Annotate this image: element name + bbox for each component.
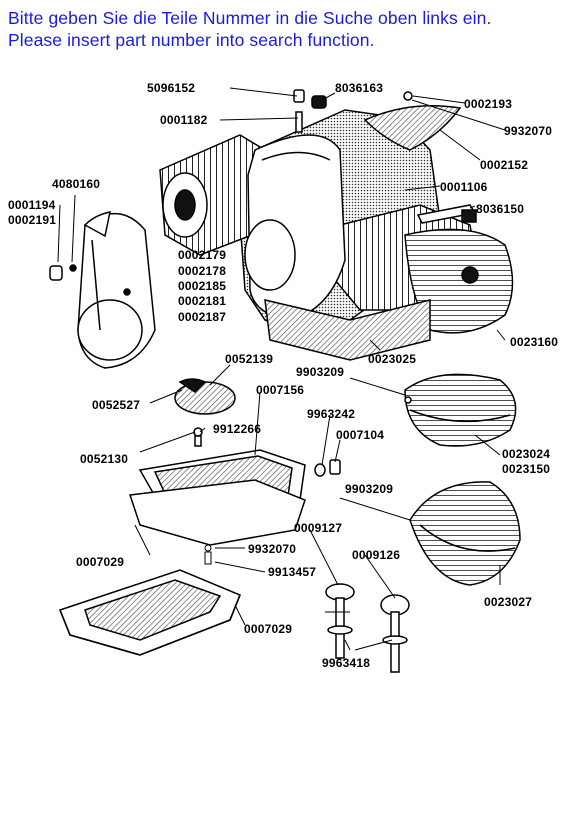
part-label: 9912266: [213, 422, 262, 436]
leader-lines: [57, 87, 506, 651]
part-label: 0023025: [368, 352, 417, 366]
valve-cover-bottom: [409, 481, 521, 586]
part-label: 0001106: [440, 180, 488, 194]
part-label: 0007029: [76, 555, 125, 569]
part-label: 0002178: [178, 264, 227, 278]
part-label: 0002179: [178, 248, 227, 262]
part-label: 0002152: [480, 158, 529, 172]
cover-part: [363, 104, 462, 151]
engine-block: [159, 89, 514, 361]
part-label: 9903209: [296, 365, 345, 379]
part-label: 9903209: [345, 482, 394, 496]
oil-pan: [59, 569, 241, 656]
part-label: 0002185: [178, 279, 227, 293]
part-label: 0002181: [178, 294, 227, 308]
part-label: 9932070: [248, 542, 297, 556]
washers: [314, 459, 341, 477]
part-label: 5096152: [147, 81, 196, 95]
dipsticks: [325, 583, 410, 673]
part-label: 0023027: [484, 595, 533, 609]
part-label: 9963418: [322, 656, 371, 670]
part-label: 0001194: [8, 198, 56, 212]
part-label: 0007029: [244, 622, 293, 636]
part-label: 9913457: [268, 565, 317, 579]
part-label: 0009127: [294, 521, 343, 535]
part-label: 0007104: [336, 428, 385, 442]
part-label: 0009126: [352, 548, 401, 562]
part-label: 0002193: [464, 97, 513, 111]
part-label: 8036163: [335, 81, 384, 95]
part-label: 0052527: [92, 398, 141, 412]
part-label: 0023150: [502, 462, 551, 476]
part-label: 0002187: [178, 310, 227, 324]
part-label: 9963242: [307, 407, 356, 421]
part-label: 0052130: [80, 452, 129, 466]
instruction-text-german: Bitte geben Sie die Teile Nummer in die …: [8, 8, 492, 28]
part-label: 0023024: [502, 447, 551, 461]
part-label: 0007156: [256, 383, 305, 397]
part-label: 0052139: [225, 352, 274, 366]
instruction-text-english: Please insert part number into search fu…: [8, 30, 375, 50]
part-label: 8036150: [476, 202, 525, 216]
part-label: 4080160: [52, 177, 101, 191]
valve-cover-top: [404, 373, 517, 447]
part-label: 0001182: [160, 113, 208, 127]
breather-plate: [174, 378, 236, 447]
intermediate-plate: [128, 479, 306, 546]
side-cover: [49, 211, 156, 369]
part-label: 0002191: [8, 213, 57, 227]
part-label: 9932070: [504, 124, 553, 138]
part-label: 0023160: [510, 335, 559, 349]
